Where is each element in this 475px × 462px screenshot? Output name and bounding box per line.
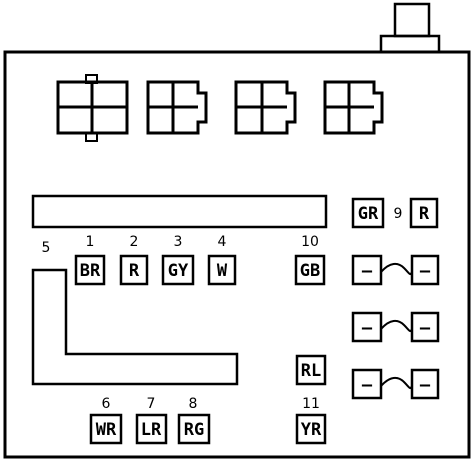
svg-text:GB: GB — [300, 261, 320, 281]
svg-text:W: W — [217, 261, 228, 281]
fuse-number-10: 10 — [301, 234, 319, 250]
svg-text:GR: GR — [358, 204, 379, 224]
fuse-number-9: 9 — [394, 206, 403, 222]
fuse-code-9-right: R — [409, 197, 439, 229]
spare-fuse-pair-2: – – — [351, 311, 440, 343]
fuse-number-6: 6 — [102, 396, 111, 412]
svg-text:–: – — [420, 318, 431, 338]
fuse-code-7: LR — [135, 413, 168, 445]
fuse-code-6: WR — [89, 413, 123, 445]
svg-text:RG: RG — [184, 420, 204, 440]
svg-text:–: – — [420, 375, 431, 395]
spare-fuse-pair-3: – – — [351, 368, 440, 400]
svg-text:LR: LR — [141, 420, 162, 440]
svg-text:RL: RL — [301, 361, 321, 381]
fuse-code-10: GB — [294, 254, 326, 286]
fuse-code-8: RG — [177, 413, 211, 445]
fuse-number-4: 4 — [218, 234, 227, 250]
fuse-number-2: 2 — [130, 234, 139, 250]
fuse-code-3: GY — [161, 254, 195, 286]
spare-fuse-pair-1: – – — [351, 254, 440, 286]
fuse-number-11: 11 — [302, 396, 320, 412]
fuse-number-5: 5 — [42, 240, 51, 256]
svg-text:–: – — [420, 261, 431, 281]
svg-text:–: – — [362, 375, 373, 395]
svg-text:BR: BR — [80, 261, 101, 281]
relay-connector-1 — [56, 74, 129, 142]
relay-connector-3 — [234, 80, 297, 135]
fuse-code-2: R — [119, 254, 149, 286]
svg-text:R: R — [129, 261, 140, 281]
fuse-code-rl: RL — [295, 354, 327, 386]
fuse-code-11: YR — [295, 413, 327, 445]
fuse-box-housing — [3, 50, 471, 459]
fuse-number-1: 1 — [86, 234, 95, 250]
svg-text:GY: GY — [168, 261, 189, 281]
relay-connector-4 — [323, 80, 384, 135]
fuse-code-4: W — [207, 254, 237, 286]
fuse-number-3: 3 — [174, 234, 183, 250]
top-knob — [379, 2, 441, 54]
svg-text:R: R — [419, 204, 430, 224]
l-shaped-slot — [31, 268, 239, 386]
fuse-code-1: BR — [74, 254, 106, 286]
long-fuse-slot — [31, 194, 328, 229]
fuse-number-7: 7 — [147, 396, 156, 412]
svg-text:YR: YR — [301, 420, 322, 440]
svg-text:–: – — [362, 261, 373, 281]
svg-text:–: – — [362, 318, 373, 338]
svg-text:WR: WR — [96, 420, 117, 440]
fuse-code-9-left: GR — [351, 197, 385, 229]
fuse-number-8: 8 — [189, 396, 198, 412]
relay-connector-2 — [146, 80, 208, 135]
